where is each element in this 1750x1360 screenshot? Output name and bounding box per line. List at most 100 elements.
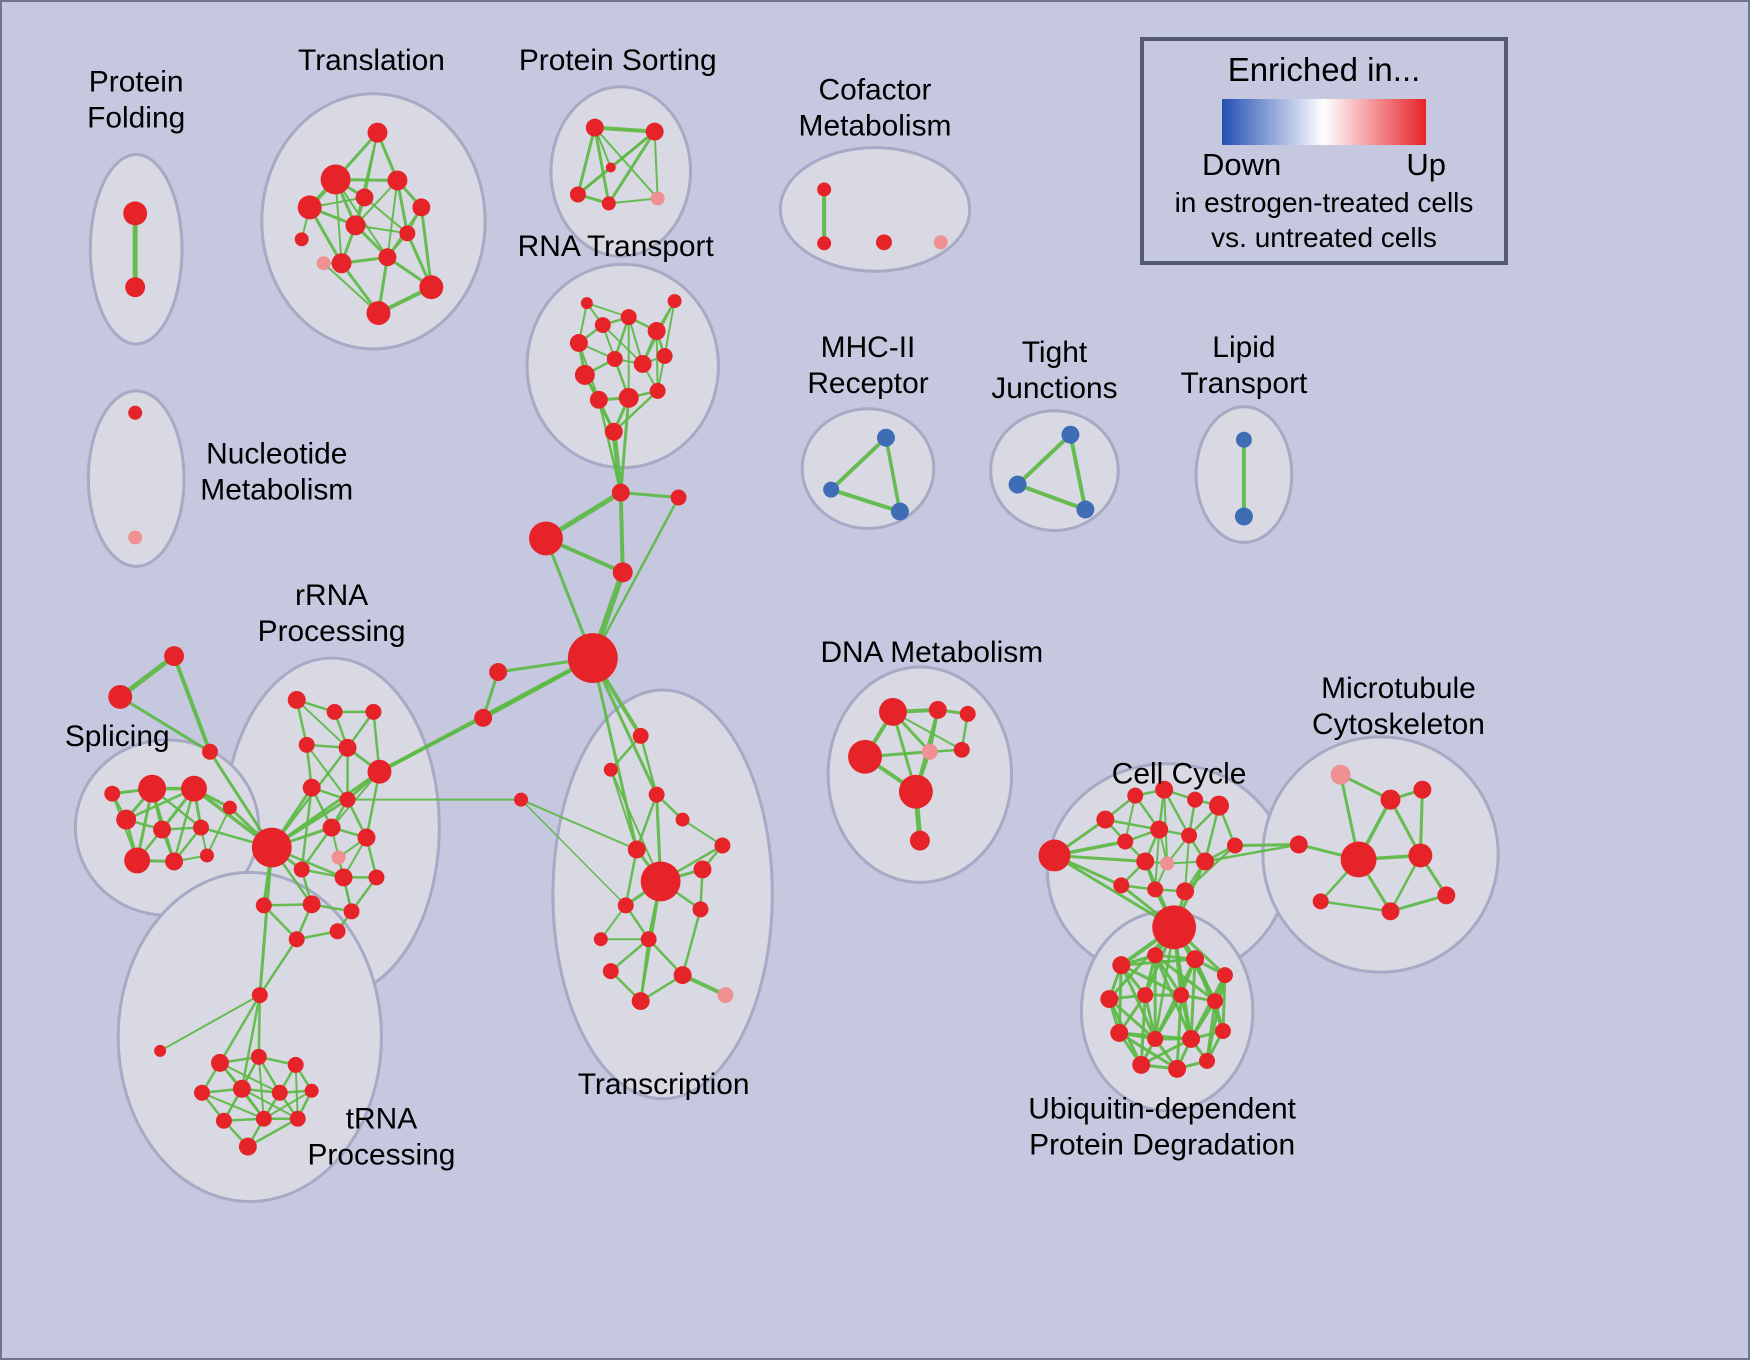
network-edge: [300, 786, 313, 871]
network-edge: [607, 130, 657, 205]
network-node: [1186, 950, 1205, 969]
network-node: [569, 186, 586, 203]
network-node: [848, 739, 882, 774]
network-node: [514, 792, 529, 807]
network-edge: [591, 656, 639, 851]
network-node: [569, 334, 588, 352]
network-edge: [218, 1061, 281, 1094]
network-edge: [363, 196, 409, 235]
network-node: [302, 895, 321, 914]
network-node: [298, 736, 315, 753]
network-node: [250, 1048, 267, 1065]
network-node: [419, 275, 444, 300]
network-node: [1137, 987, 1154, 1004]
network-node: [817, 236, 832, 251]
network-node: [1196, 852, 1214, 871]
network-node: [1076, 500, 1095, 519]
cluster-ellipse-microtubule-cytoskeleton: [1261, 735, 1500, 974]
network-edge: [592, 125, 657, 134]
network-node: [714, 837, 731, 854]
network-node: [154, 1044, 167, 1057]
network-edge: [639, 734, 658, 796]
network-edge: [1015, 482, 1088, 512]
cluster-ellipse-cofactor-metabolism: [778, 146, 972, 273]
legend-caption: in estrogen-treated cells vs. untreated …: [1144, 185, 1504, 255]
network-node: [153, 820, 172, 839]
network-node: [474, 708, 493, 727]
network-node: [1117, 833, 1134, 850]
network-node: [640, 861, 681, 902]
network-node: [933, 235, 948, 250]
network-edge: [1052, 853, 1176, 929]
network-edge: [354, 179, 399, 227]
network-edge: [1139, 1037, 1193, 1067]
network-edge: [576, 126, 597, 196]
cluster-label-dna-metabolism: DNA Metabolism: [820, 636, 1043, 669]
network-node: [116, 809, 137, 830]
network-node: [673, 966, 692, 985]
network-edge: [419, 205, 433, 289]
legend-box: Enriched in... Down Up in estrogen-treat…: [1140, 37, 1508, 265]
network-node: [817, 182, 832, 197]
network-node: [365, 703, 382, 720]
network-edge: [246, 1117, 299, 1148]
network-edge: [1221, 973, 1227, 1033]
legend-updown-row: Down Up: [1202, 147, 1446, 183]
network-node: [322, 818, 341, 837]
network-node: [1173, 987, 1190, 1004]
network-node: [251, 987, 268, 1004]
network-edge: [240, 1087, 299, 1120]
cluster-label-cell-cycle: Cell Cycle: [1112, 758, 1247, 791]
network-edge: [607, 197, 659, 205]
network-node: [489, 663, 508, 681]
network-node: [1160, 856, 1175, 871]
network-edge: [1319, 900, 1392, 913]
network-node: [580, 297, 593, 310]
network-edge: [1153, 953, 1193, 1041]
network-edge: [305, 743, 349, 801]
network-edge: [159, 994, 261, 1052]
network-edge: [1184, 834, 1191, 893]
network-node: [288, 931, 305, 948]
network-edge: [653, 130, 659, 200]
network-edge: [609, 937, 650, 973]
network-edge: [609, 130, 656, 169]
network-node: [1226, 837, 1243, 854]
network-node: [138, 774, 167, 803]
network-node: [232, 1079, 251, 1098]
legend-caption-line1: in estrogen-treated cells: [1174, 187, 1474, 218]
network-node: [1113, 877, 1130, 894]
network-node: [890, 502, 909, 521]
network-edge: [1139, 993, 1147, 1067]
network-node: [693, 860, 712, 879]
network-node: [108, 684, 133, 709]
network-node: [355, 188, 374, 207]
network-node: [304, 1083, 319, 1098]
network-node: [345, 215, 366, 236]
network-node: [1199, 1052, 1215, 1069]
network-node: [670, 489, 687, 506]
network-node: [343, 903, 360, 920]
network-node: [1155, 780, 1174, 799]
cluster-label-splicing: Splicing: [65, 720, 170, 753]
network-node: [594, 317, 611, 334]
network-node: [1132, 1055, 1151, 1074]
network-edge: [612, 389, 659, 433]
network-edge: [593, 126, 611, 205]
network-edge: [218, 993, 262, 1065]
network-edge: [663, 300, 676, 357]
network-node: [1340, 841, 1377, 878]
network-edge: [257, 993, 262, 1059]
network-node: [593, 932, 608, 947]
network-node: [194, 1084, 210, 1101]
network-node: [316, 256, 331, 271]
network-node: [128, 405, 143, 420]
network-node: [367, 759, 392, 784]
network-edge: [1203, 843, 1300, 863]
network-edge: [1189, 957, 1197, 1041]
network-node: [367, 122, 388, 143]
network-edge: [591, 656, 659, 797]
network-node: [717, 987, 734, 1004]
